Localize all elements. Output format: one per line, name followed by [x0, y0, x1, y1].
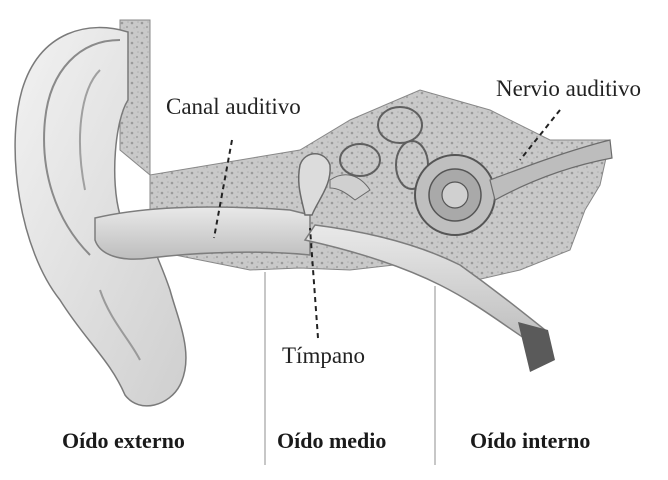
leader-nervio — [519, 109, 561, 161]
leader-canal — [213, 139, 233, 239]
section-oido-interno: Oído interno — [470, 428, 591, 453]
label-canal-auditivo: Canal auditivo — [166, 94, 301, 119]
leader-timpano — [309, 227, 319, 339]
section-oido-medio: Oído medio — [277, 428, 387, 453]
label-timpano: Tímpano — [282, 343, 366, 368]
label-nervio-auditivo: Nervio auditivo — [496, 76, 641, 101]
section-oido-externo: Oído externo — [62, 428, 185, 453]
auditory-nerve — [489, 139, 613, 201]
ossicles — [297, 153, 331, 216]
ear-canal — [94, 206, 311, 260]
